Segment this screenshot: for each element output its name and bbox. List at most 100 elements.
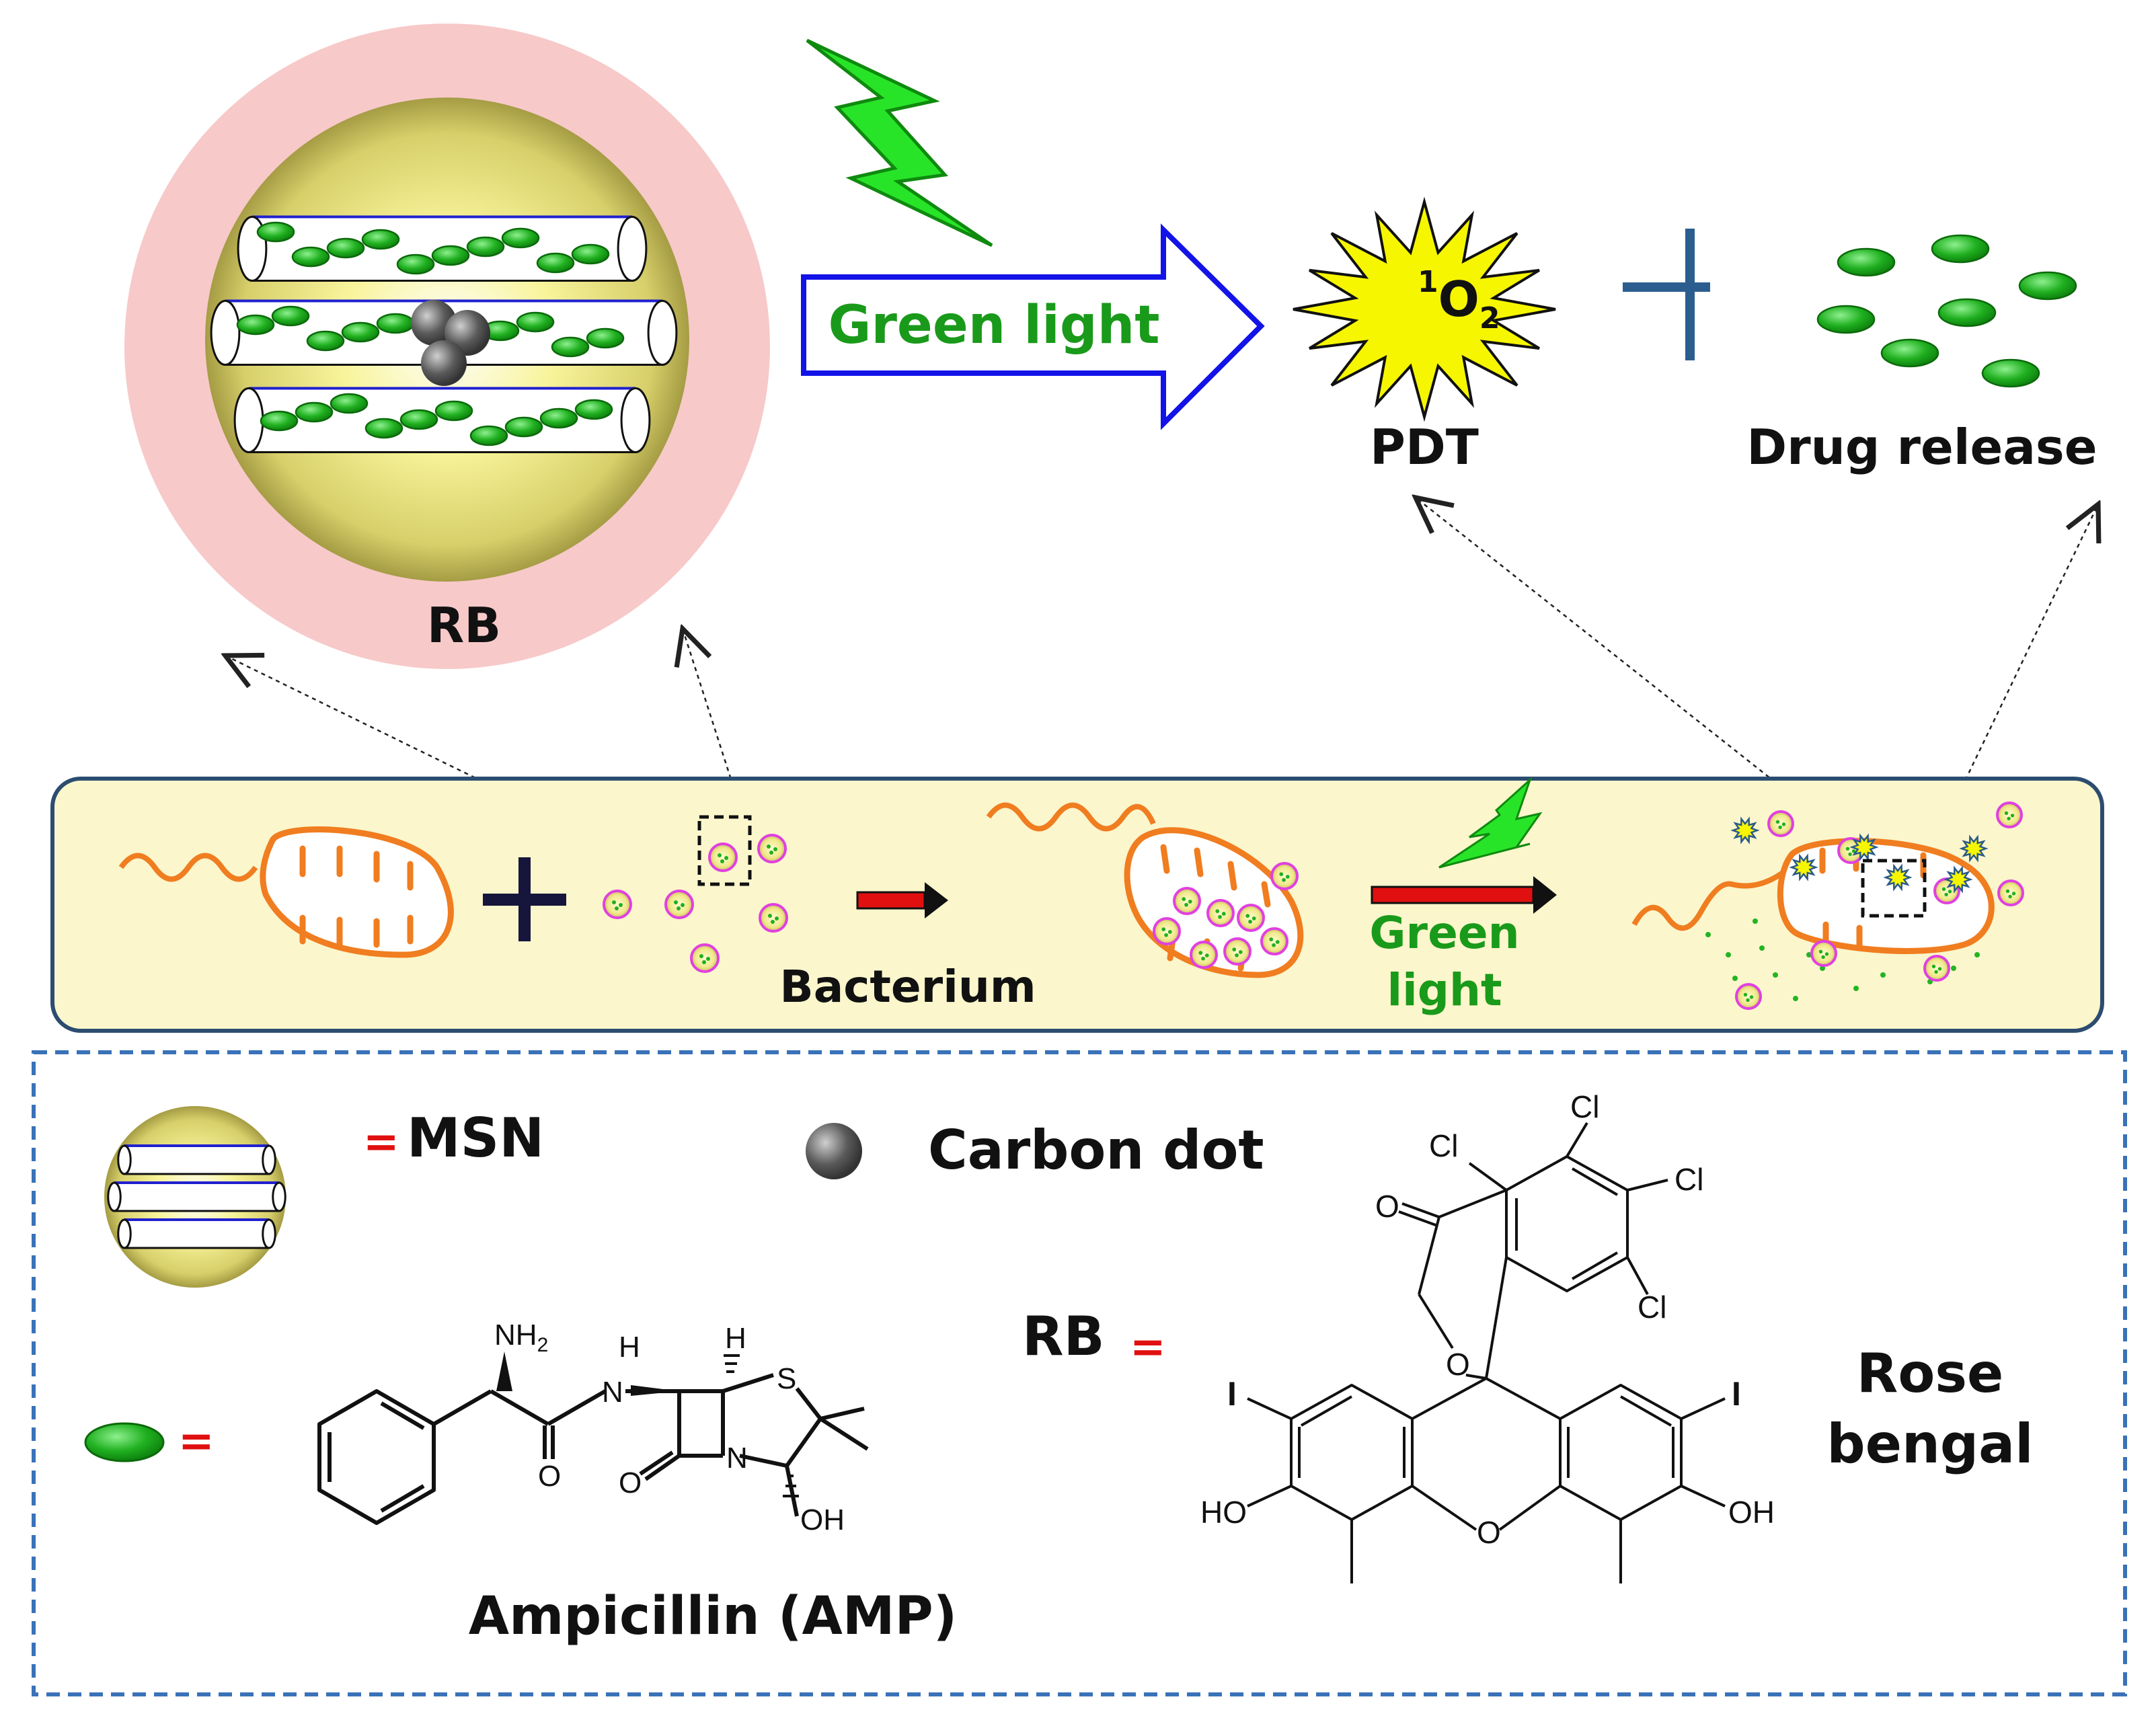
rose-bengal-label-line1: Rose xyxy=(1857,1342,2003,1405)
drug-dot xyxy=(1218,914,1222,919)
drug-dot xyxy=(1238,950,1243,954)
starburst-icon xyxy=(1293,196,1556,422)
mini-nanoparticle xyxy=(1923,955,1950,982)
singlet-oxygen-burst-icon xyxy=(1883,863,1913,892)
pore-channel xyxy=(113,1181,280,1212)
mini-nanoparticle xyxy=(1153,917,1181,945)
drug-dot xyxy=(1931,964,1936,969)
drug-molecule xyxy=(504,416,543,438)
drug-dot xyxy=(1232,947,1237,951)
drug-dot xyxy=(1934,970,1938,974)
drug-dot xyxy=(1248,919,1252,924)
drug-dot xyxy=(702,960,706,964)
pore-opening xyxy=(262,1144,276,1175)
nanoparticle-shell xyxy=(1153,917,1181,945)
drug-dot xyxy=(615,906,619,910)
drug-dot xyxy=(1775,820,1780,824)
pore-opening xyxy=(272,1181,286,1212)
carbon-dot xyxy=(421,340,467,386)
drug-dot xyxy=(768,914,772,918)
drug-molecule xyxy=(236,314,275,336)
drug-molecule-icon xyxy=(84,1422,165,1462)
drug-molecule xyxy=(1937,298,1997,327)
guide-arrow xyxy=(225,656,693,886)
mini-nanoparticle xyxy=(690,943,720,973)
drug-molecule xyxy=(539,407,578,429)
nanoparticle-shell xyxy=(1767,810,1794,837)
drug-dot xyxy=(619,903,623,907)
mini-nanoparticle xyxy=(1223,937,1252,966)
drug-dot xyxy=(706,957,710,961)
singlet-oxygen-burst-icon xyxy=(1959,834,1989,863)
drug-dot xyxy=(1848,852,1852,857)
drug-molecule xyxy=(396,253,435,275)
mini-nanoparticle xyxy=(1237,904,1265,932)
drug-dot xyxy=(1245,914,1250,918)
drug-dot xyxy=(1285,875,1290,879)
singlet-oxygen-burst-icon xyxy=(1849,833,1879,861)
drug-dot xyxy=(1778,825,1782,830)
mini-nanoparticle xyxy=(708,843,738,872)
free-nanoparticles xyxy=(603,834,788,973)
drug-molecule xyxy=(586,327,625,349)
rb-atom-oh: OH xyxy=(1728,1495,1775,1530)
drug-molecule xyxy=(2018,271,2077,301)
amp-atom-oh: OH xyxy=(800,1503,845,1536)
mini-nanoparticle xyxy=(1270,862,1299,890)
rose-bengal-structure xyxy=(1247,1122,1726,1583)
nanoparticle-shell xyxy=(759,903,788,933)
rb-coated-nanoparticle: RB xyxy=(124,24,770,669)
drug-molecule xyxy=(434,400,473,422)
nanoparticle-shell xyxy=(1223,937,1252,966)
drug-molecule xyxy=(295,401,334,423)
released-drug-dot xyxy=(1773,972,1778,978)
stereo-wedge xyxy=(496,1351,512,1391)
amp-atom-h-n: H xyxy=(619,1331,640,1364)
pore-opening xyxy=(620,387,651,453)
drug-molecule xyxy=(1981,358,2040,388)
ampicillin-structure xyxy=(317,1373,869,1525)
drug-molecule xyxy=(551,336,590,358)
rb-atom-ho: HO xyxy=(1200,1495,1247,1530)
red-arrow xyxy=(1371,876,1557,914)
mini-nanoparticle xyxy=(603,890,632,919)
pore-opening xyxy=(262,1218,276,1249)
mini-nanoparticle xyxy=(759,903,788,933)
drug-dot xyxy=(718,853,722,857)
drug-dot xyxy=(699,954,703,958)
nanoparticle-shell xyxy=(1735,983,1762,1010)
mini-nanoparticle xyxy=(1767,810,1794,837)
bacterium-with-particles xyxy=(986,802,1304,978)
singlet-oxygen-burst-icon xyxy=(1943,865,1973,894)
pore-opening xyxy=(210,300,241,366)
drug-molecule xyxy=(536,252,575,274)
amp-atom-o-amide: O xyxy=(538,1460,561,1493)
pore-opening xyxy=(117,1144,132,1175)
nanoparticle-shell xyxy=(1997,879,2024,906)
drug-molecule xyxy=(271,305,310,327)
drug-dot xyxy=(1269,937,1274,941)
drug-release-label: Drug release xyxy=(1746,419,2097,475)
nanoparticle-shell xyxy=(664,890,694,919)
drug-dot xyxy=(2011,892,2016,896)
singlet-oxygen-burst-icon xyxy=(1789,853,1818,881)
nanoparticle-shell xyxy=(1173,887,1201,915)
rb-atom-cl: Cl xyxy=(1570,1089,1599,1124)
drug-dot xyxy=(1221,912,1226,916)
process-panel xyxy=(50,777,2104,1033)
released-drug-dot xyxy=(1951,966,1956,971)
mini-nanoparticle xyxy=(1735,983,1762,1010)
stereo-wedge xyxy=(631,1385,679,1396)
amp-atom-h: H xyxy=(725,1322,746,1355)
mini-nanoparticle xyxy=(757,834,787,863)
drug-dot xyxy=(1937,967,1942,971)
zoom-box xyxy=(1861,859,1927,918)
drug-dot xyxy=(1818,949,1823,954)
released-drug-dot xyxy=(1974,952,1980,957)
drug-dot xyxy=(1845,847,1850,851)
rb-atom-cl: Cl xyxy=(1674,1162,1703,1197)
released-drug-dot xyxy=(1732,976,1738,981)
plus-icon xyxy=(483,857,566,941)
mini-nanoparticle xyxy=(1260,927,1288,955)
